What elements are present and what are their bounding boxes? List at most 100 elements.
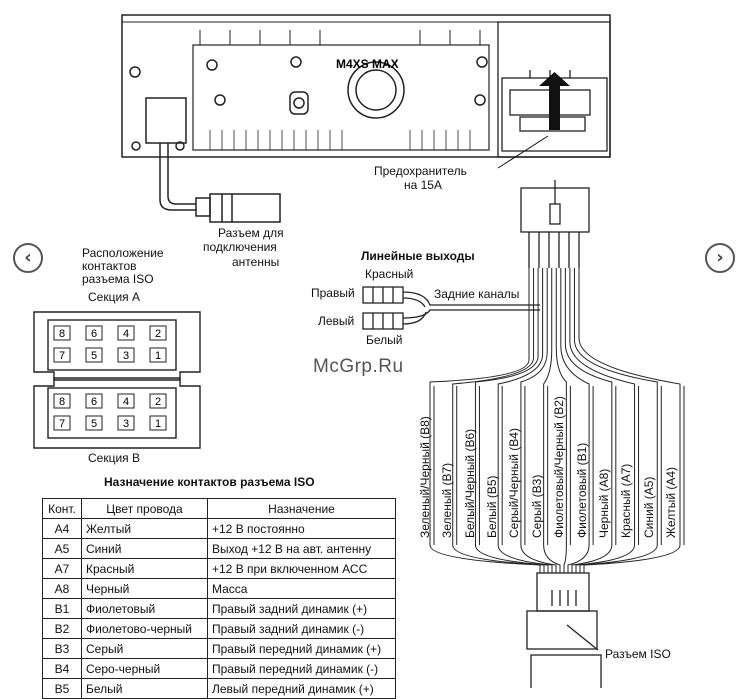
iso-connector-label: Разъем ISO xyxy=(605,647,671,661)
table-cell: Правый задний динамик (+) xyxy=(207,598,396,619)
insert-arrow-icon xyxy=(539,72,570,130)
fuse-label-line2: на 15А xyxy=(404,178,442,192)
iso-pin xyxy=(149,325,167,341)
wire xyxy=(555,268,567,573)
chevron-right-icon: › xyxy=(716,247,724,268)
wire xyxy=(560,268,590,573)
nav-prev-button[interactable]: ‹ xyxy=(13,243,43,273)
iso-pin-number: 4 xyxy=(123,328,129,340)
antenna-label-line2: подключения xyxy=(203,240,277,254)
table-cell: Правый передний динамик (-) xyxy=(207,658,396,679)
table-cell: Фиолетовый xyxy=(81,598,208,619)
table-cell: Черный xyxy=(81,578,208,599)
wire-label: Черный (A8) xyxy=(596,468,611,538)
iso-pin xyxy=(85,347,103,363)
table-cell: Правый задний динамик (-) xyxy=(207,618,396,639)
wire xyxy=(573,268,658,573)
table-header-row: Конт. Цвет провода Назначение xyxy=(42,498,396,519)
fuse-label-line1: Предохранитель xyxy=(374,164,467,178)
iso-pin-number: 5 xyxy=(91,350,97,362)
right-label: Правый xyxy=(311,286,355,300)
iso-pin xyxy=(85,325,103,341)
table-cell: Серо-черный xyxy=(81,658,208,679)
table-cell: Серый xyxy=(81,638,208,659)
nav-next-button[interactable]: › xyxy=(705,243,735,273)
wire-bundle xyxy=(429,268,685,573)
red-label: Красный xyxy=(365,267,414,281)
table-header-cell: Назначение xyxy=(207,498,396,519)
iso-pin xyxy=(117,415,135,431)
table-cell: B5 xyxy=(42,678,82,699)
iso-pin-number: 1 xyxy=(155,350,161,362)
table-cell: Левый передний динамик (+) xyxy=(207,678,396,699)
table-cell: A4 xyxy=(42,518,82,539)
table-cell: A7 xyxy=(42,558,82,579)
rca-white-connector xyxy=(362,312,404,330)
section-a-pins: 8 6 4 2 7 5 3 1 xyxy=(53,325,167,363)
table-cell: B3 xyxy=(42,638,82,659)
table-cell: Масса xyxy=(207,578,396,599)
table-header-cell: Конт. xyxy=(42,498,82,519)
iso-pin xyxy=(149,347,167,363)
line-outputs-title: Линейные выходы xyxy=(361,249,475,263)
table-cell: A8 xyxy=(42,578,82,599)
section-b-label: Секция В xyxy=(88,451,141,465)
iso-pin-number: 6 xyxy=(91,328,97,340)
wire xyxy=(497,268,553,573)
iso-pin-number: 2 xyxy=(155,328,161,340)
wire xyxy=(578,268,681,573)
iso-section-b xyxy=(33,377,201,449)
wire xyxy=(520,268,557,573)
section-a-label: Секция А xyxy=(88,290,141,304)
rear-channels-label: Задние каналы xyxy=(434,287,520,301)
iso-pin-number: 8 xyxy=(59,328,65,340)
wire-label: Желтый (A4) xyxy=(664,466,678,538)
table-header-cell: Цвет провода xyxy=(81,498,208,519)
iso-pin xyxy=(53,393,71,409)
table-cell: +12 В при включенном АСС xyxy=(207,558,396,579)
iso-pin-number: 7 xyxy=(59,350,65,362)
iso-pin xyxy=(117,325,135,341)
wire-label: Красный (A7) xyxy=(619,463,634,538)
iso-pin xyxy=(149,393,167,409)
iso-section-a xyxy=(33,311,201,381)
iso-pin-number: 2 xyxy=(155,396,161,408)
iso-connector xyxy=(526,572,602,688)
wire-label: Серый (B3) xyxy=(529,474,544,538)
table-cell: Фиолетово-черный xyxy=(81,618,208,639)
iso-pin xyxy=(149,415,167,431)
iso-layout-label-line1: Расположение xyxy=(82,246,164,260)
table-cell: B4 xyxy=(42,658,82,679)
iso-pin xyxy=(117,347,135,363)
iso-pin-number: 6 xyxy=(91,396,97,408)
iso-pin xyxy=(53,415,71,431)
table-cell: Правый передний динамик (+) xyxy=(207,638,396,659)
wire-label: Зеленый (B7) xyxy=(440,462,455,538)
wire xyxy=(429,268,541,573)
wire xyxy=(564,268,613,573)
iso-pin-number: 1 xyxy=(155,418,161,430)
iso-pin xyxy=(53,347,71,363)
iso-pin-number: 8 xyxy=(59,396,65,408)
table-cell: +12 В постоянно xyxy=(207,518,396,539)
wire xyxy=(543,268,561,573)
antenna-label-line1: Разъем для xyxy=(218,226,284,240)
iso-pin-number: 5 xyxy=(91,418,97,430)
table-cell: B1 xyxy=(42,598,82,619)
head-unit xyxy=(121,14,611,158)
iso-pin-number: 7 xyxy=(59,418,65,430)
white-label: Белый xyxy=(366,333,403,347)
chevron-left-icon: ‹ xyxy=(24,247,32,268)
table-cell: Выход +12 В на авт. антенну xyxy=(207,538,396,559)
table-title: Назначение контактов разъема ISO xyxy=(104,475,315,489)
iso-pin-number: 3 xyxy=(123,350,129,362)
wire-label: Белый (B5) xyxy=(485,475,500,538)
